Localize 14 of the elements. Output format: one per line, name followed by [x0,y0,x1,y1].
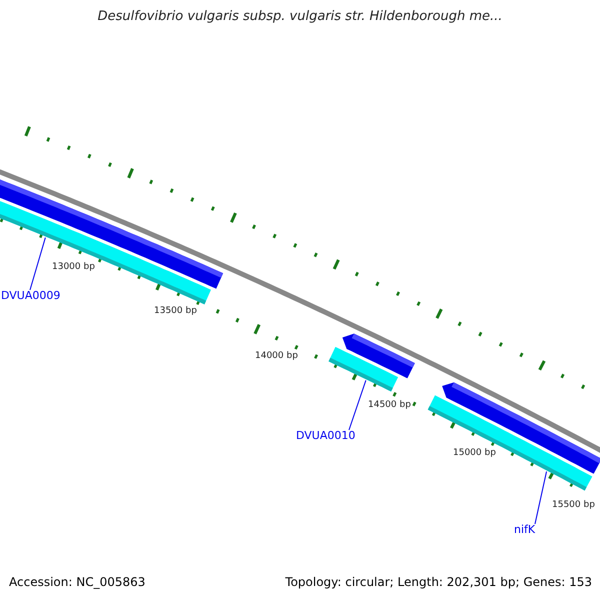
title: Desulfovibrio vulgaris subsp. vulgaris str. Hildenborough me... [96,9,504,24]
gene-label: DVUA0010 [296,429,356,442]
leader-line [534,470,548,524]
leader-line [30,237,46,290]
position-label: 15000 bp [453,448,496,458]
position-label: 13000 bp [52,262,95,272]
gene-label: nifK [514,523,536,536]
leader-line [348,380,366,430]
gene-feature-bar [328,346,398,392]
footer-text: Accession: NC_005863 [9,575,146,589]
footer-text: Topology: circular; Length: 202,301 bp; Genes: 153 [285,575,592,589]
gene-label: DVUA0009 [1,289,60,302]
position-label: 14500 bp [368,400,411,410]
gene-feature-bar [428,395,592,491]
